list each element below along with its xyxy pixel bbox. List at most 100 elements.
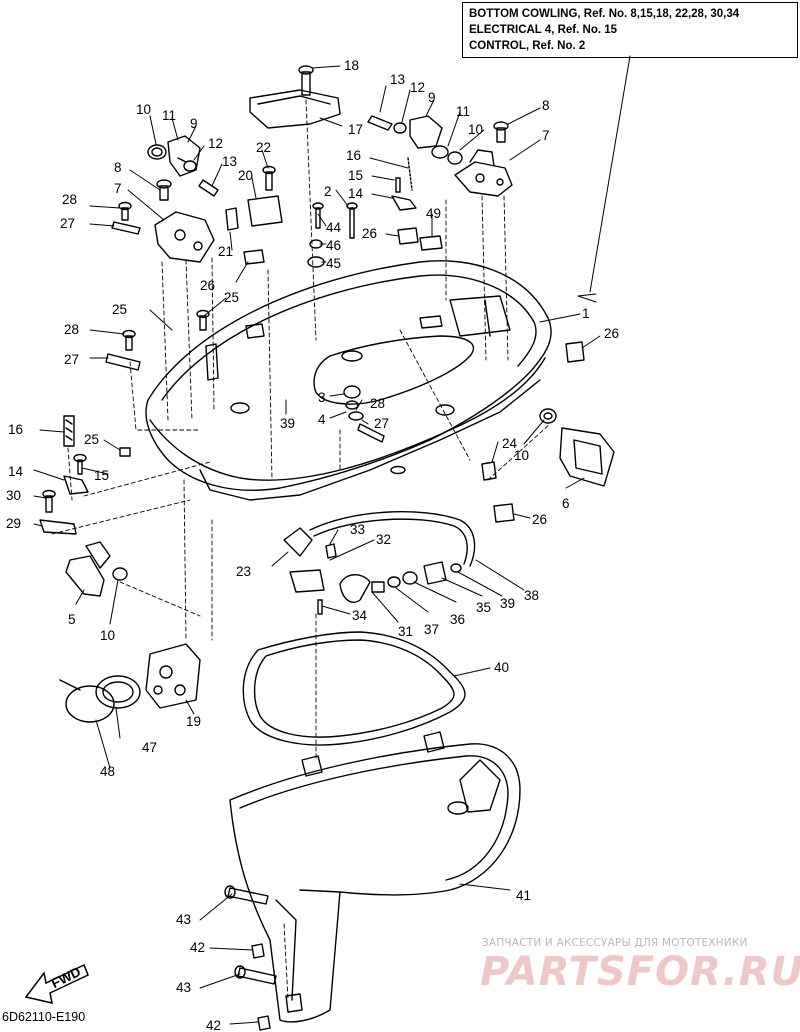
callout-43: 43 — [176, 912, 191, 927]
bracket-20-21-22 — [225, 165, 283, 265]
callout-49: 49 — [426, 206, 441, 221]
callout-10: 10 — [100, 628, 115, 643]
bracket-17-and-bolt-18 — [249, 65, 341, 129]
callout-27: 27 — [374, 416, 389, 431]
callout-15: 15 — [348, 168, 363, 183]
callout-39: 39 — [500, 596, 515, 611]
callout-24: 24 — [502, 436, 518, 451]
leader-lines — [33, 55, 631, 1025]
callout-labels: 1 2 3 4 5 6 7 7 8 8 9 9 10 10 10 10 11 1… — [6, 58, 619, 1032]
callout-42: 42 — [190, 940, 205, 955]
callout-17: 17 — [348, 122, 363, 137]
callout-26: 26 — [362, 226, 377, 241]
note-line-bottom-cowling: BOTTOM COWLING, Ref. No. 8,15,18, 22,28,… — [469, 8, 740, 20]
callout-3: 3 — [318, 390, 326, 405]
callout-35: 35 — [476, 600, 491, 615]
callout-28: 28 — [370, 396, 385, 411]
hose-assembly-23-to-39 — [283, 511, 476, 615]
callout-5: 5 — [68, 612, 76, 627]
callout-26: 26 — [604, 326, 619, 341]
lever-cluster-left — [147, 135, 219, 197]
callout-43: 43 — [176, 980, 191, 995]
callout-28: 28 — [62, 192, 77, 207]
bracket-6-right — [481, 408, 615, 487]
callout-44: 44 — [326, 220, 342, 235]
callout-31: 31 — [398, 624, 413, 639]
callout-9: 9 — [190, 116, 198, 131]
callout-28: 28 — [64, 322, 79, 337]
callout-25: 25 — [112, 302, 127, 317]
seal-40 — [242, 631, 466, 746]
latch-bracket-left — [154, 179, 215, 263]
grommet-3-4-center — [343, 385, 385, 443]
callout-27: 27 — [64, 352, 79, 367]
reference-note-box: BOTTOM COWLING, Ref. No. 8,15,18, 22,28,… — [462, 2, 798, 58]
grommets-26 — [397, 227, 585, 523]
callout-20: 20 — [238, 168, 253, 183]
callout-40: 40 — [494, 660, 509, 675]
callout-11: 11 — [162, 108, 176, 123]
callout-6: 6 — [562, 496, 570, 511]
callout-26: 26 — [532, 512, 547, 527]
callout-23: 23 — [236, 564, 251, 579]
callout-12: 12 — [208, 136, 223, 151]
callout-7: 7 — [542, 128, 550, 143]
callout-26: 26 — [200, 278, 215, 293]
callout-45: 45 — [326, 256, 341, 271]
note-line-control: CONTROL, Ref. No. 2 — [469, 40, 586, 52]
callout-48: 48 — [100, 764, 115, 779]
callout-12: 12 — [410, 80, 425, 95]
callout-11: 11 — [456, 104, 470, 119]
diagram-code: 6D62110-E190 — [2, 1010, 86, 1024]
callout-25: 25 — [84, 432, 99, 447]
lever-5-left — [65, 541, 128, 597]
bolts-42-43 — [224, 885, 277, 1031]
callout-10: 10 — [468, 122, 483, 137]
watermark-subtitle: ЗАПЧАСТИ И АКСЕССУАРЫ ДЛЯ МОТОТЕХНИКИ — [482, 937, 748, 949]
lever-cluster-right — [367, 115, 463, 165]
callout-21: 21 — [218, 244, 233, 259]
callout-4: 4 — [318, 412, 326, 427]
callout-7: 7 — [114, 181, 122, 196]
note-line-electrical: ELECTRICAL 4, Ref. No. 15 — [469, 24, 618, 36]
callout-41: 41 — [516, 888, 531, 903]
callout-22: 22 — [256, 140, 271, 155]
callout-25: 25 — [224, 290, 239, 305]
callout-10: 10 — [514, 448, 529, 463]
lower-cowling-41 — [229, 731, 521, 1023]
bottom-cowling-tray — [145, 260, 552, 501]
callout-2: 2 — [324, 184, 332, 199]
watermark-logo: PARTSFOR.RU — [480, 949, 800, 995]
callout-13: 13 — [222, 154, 237, 169]
callout-29: 29 — [6, 516, 21, 531]
callout-15: 15 — [94, 468, 109, 483]
callout-38: 38 — [524, 588, 539, 603]
callout-13: 13 — [390, 72, 405, 87]
callout-34: 34 — [352, 608, 368, 623]
fasteners-left-side — [39, 201, 210, 535]
latch-bracket-right — [454, 121, 513, 197]
forward-direction-arrow-icon: FWD — [24, 964, 89, 1004]
callout-16: 16 — [8, 422, 23, 437]
callout-10: 10 — [136, 102, 151, 117]
callout-9: 9 — [428, 90, 436, 105]
callout-19: 19 — [186, 714, 201, 729]
callout-36: 36 — [450, 612, 465, 627]
callout-47: 47 — [142, 740, 157, 755]
callout-37: 37 — [424, 622, 439, 637]
callout-46: 46 — [326, 238, 341, 253]
callout-27: 27 — [60, 216, 75, 231]
callout-42: 42 — [206, 1018, 221, 1032]
grommet-19-clamp-47-48 — [59, 643, 201, 723]
callout-18: 18 — [344, 58, 359, 73]
callout-32: 32 — [376, 532, 391, 547]
callout-14: 14 — [348, 186, 364, 201]
callout-30: 30 — [6, 488, 21, 503]
callout-16: 16 — [346, 148, 361, 163]
callout-33: 33 — [350, 522, 365, 537]
callout-8: 8 — [114, 160, 122, 175]
callout-14: 14 — [8, 464, 24, 479]
callout-39: 39 — [280, 416, 295, 431]
fwd-label: FWD — [49, 964, 83, 991]
